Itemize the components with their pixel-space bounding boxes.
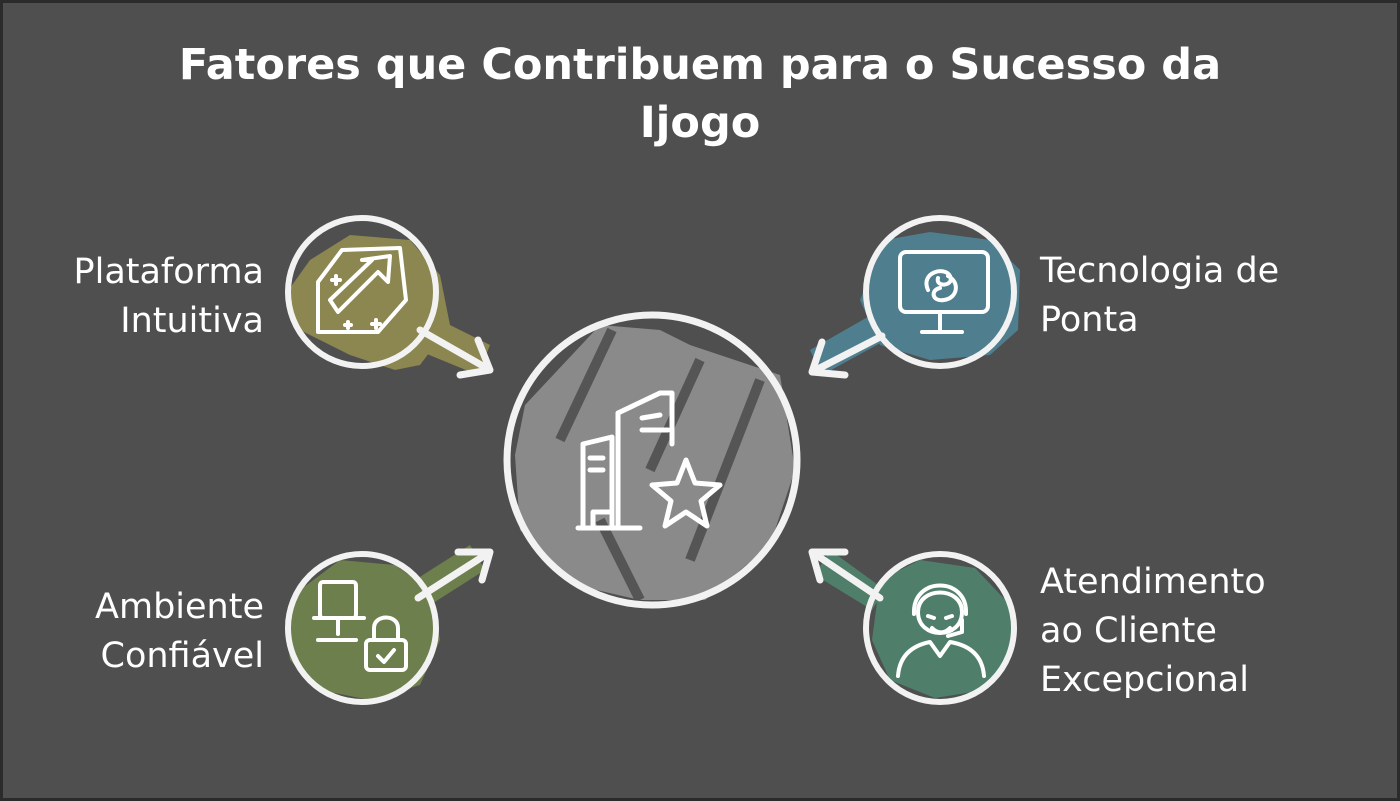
- factor-node-atendimento: [808, 548, 1017, 705]
- center-node: [503, 311, 801, 609]
- tecnologia-ring: [863, 215, 1017, 369]
- atendimento-ring: [863, 551, 1017, 705]
- label-plataforma-line-2: Intuitiva: [120, 301, 264, 341]
- monitor-icon: [898, 250, 990, 334]
- title-line-1: Fatores que Contribuem para o Sucesso da: [178, 40, 1222, 90]
- ambiente-blob: [285, 560, 440, 700]
- diagram-title: Fatores que Contribuem para o Sucesso da…: [80, 36, 1320, 152]
- buildings-star-icon: [575, 390, 723, 531]
- title-line-2: Ijogo: [639, 98, 761, 148]
- label-atendimento-line-1: Atendimento: [1040, 562, 1266, 602]
- label-tecnologia: Tecnologia de Ponta: [1040, 247, 1360, 345]
- label-plataforma-line-1: Plataforma: [73, 252, 264, 292]
- label-ambiente-line-1: Ambiente: [95, 587, 264, 627]
- plataforma-arrow: [416, 326, 494, 379]
- label-tecnologia-line-2: Ponta: [1040, 300, 1139, 340]
- label-ambiente-line-2: Confiável: [100, 636, 265, 676]
- factor-node-ambiente: [285, 545, 494, 705]
- label-atendimento-line-3: Excepcional: [1040, 660, 1249, 700]
- label-atendimento: Atendimento ao Cliente Excepcional: [1040, 558, 1360, 705]
- label-ambiente: Ambiente Confiável: [40, 583, 264, 681]
- label-tecnologia-line-1: Tecnologia de: [1040, 251, 1280, 291]
- atendimento-arrow: [808, 548, 884, 602]
- ambiente-arrow: [414, 548, 494, 602]
- atendimento-blob: [872, 560, 1012, 698]
- label-plataforma: Plataforma Intuitiva: [40, 248, 264, 346]
- factor-node-plataforma: [285, 215, 494, 379]
- computer-lock-icon: [312, 580, 408, 672]
- center-node-dark-strokes: [555, 327, 765, 603]
- tecnologia-arrow: [808, 332, 886, 379]
- label-atendimento-line-2: ao Cliente: [1040, 611, 1217, 651]
- support-agent-icon: [896, 583, 986, 678]
- arrow-box-icon: [316, 246, 408, 334]
- plataforma-ring: [285, 215, 439, 369]
- ambiente-ring: [285, 551, 439, 705]
- center-node-ring: [503, 311, 801, 609]
- factor-node-tecnologia: [808, 215, 1020, 379]
